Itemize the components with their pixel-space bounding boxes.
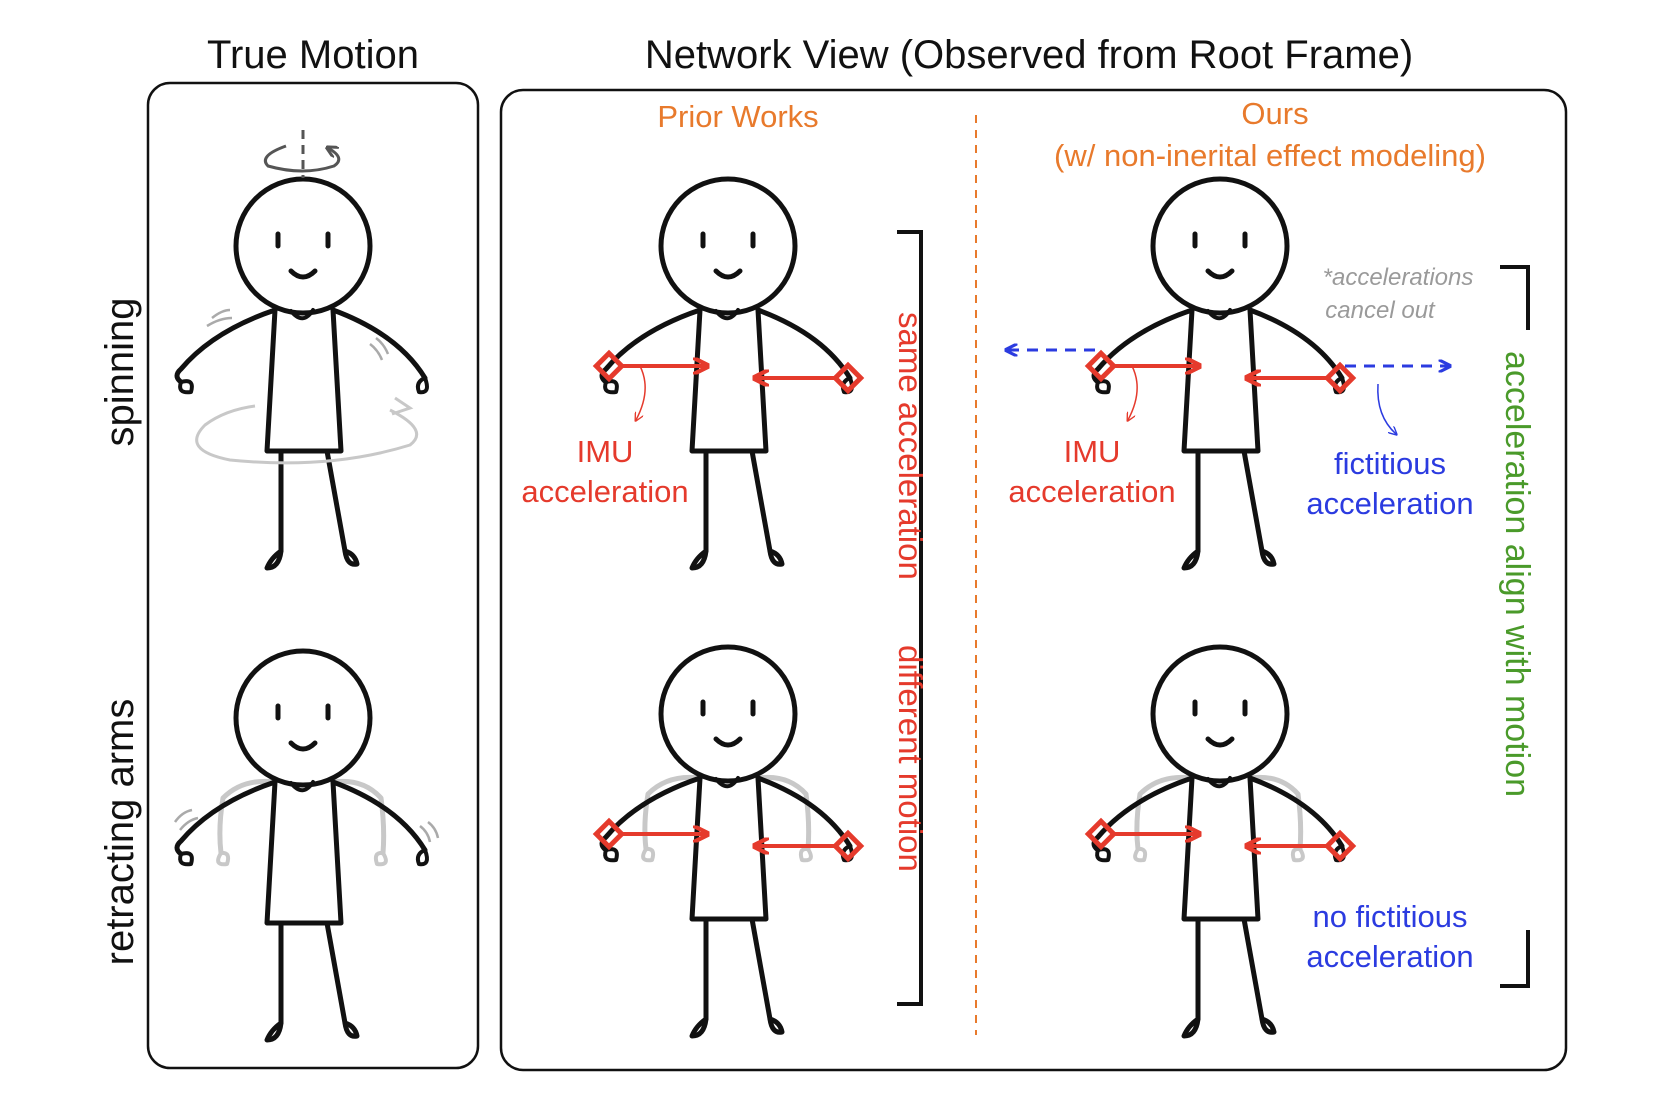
- motion-lines-icon: [173, 808, 199, 831]
- cancel-note-line1: *accelerations: [1323, 264, 1474, 291]
- true-motion-panel: [146, 81, 480, 1070]
- row-label-spinning: spinning: [98, 297, 142, 446]
- imu-pointer-arrow: [636, 365, 646, 420]
- no-fictitious-label-line2: acceleration: [1306, 939, 1473, 974]
- figure-ours-spinning: IMU acceleration fictitious acceleration…: [1006, 179, 1474, 568]
- fictitious-pointer-arrow: [1377, 383, 1396, 434]
- imu-label-line1: IMU: [1064, 434, 1121, 469]
- no-fictitious-label-line1: no fictitious: [1312, 899, 1467, 934]
- bracket-label-align: acceleration align with motion: [1498, 351, 1536, 797]
- bracket-label-different-motion: different motion: [892, 645, 929, 872]
- figure-spinning-true: [177, 130, 427, 568]
- spin-circle-icon: [263, 144, 341, 173]
- figure-prior-retracting: [596, 647, 860, 1036]
- ours-bracket: [1500, 265, 1530, 988]
- network-view-title: Network View (Observed from Root Frame): [645, 33, 1413, 77]
- motion-lines-icon: [369, 337, 390, 361]
- imu-pointer-arrow: [1128, 365, 1138, 420]
- motion-lines-icon: [206, 308, 233, 328]
- motion-lines-icon: [419, 821, 440, 843]
- imu-label-line2: acceleration: [521, 474, 688, 509]
- bracket-label-same-acceleration: same acceleration: [892, 312, 929, 580]
- network-view-panel: [499, 88, 1568, 1072]
- prior-bracket: [897, 230, 923, 1006]
- ours-subheader: (w/ non-inerital effect modeling): [1054, 138, 1486, 173]
- imu-label-line1: IMU: [577, 434, 634, 469]
- true-motion-title: True Motion: [207, 33, 419, 77]
- fictitious-label-line1: fictitious: [1334, 446, 1446, 481]
- fictitious-label-line2: acceleration: [1306, 486, 1473, 521]
- figure-prior-spinning: IMU acceleration: [521, 179, 860, 568]
- imu-label-line2: acceleration: [1008, 474, 1175, 509]
- ours-header: Ours: [1241, 96, 1308, 131]
- figure-ours-retracting: no fictitious acceleration: [1088, 647, 1474, 1036]
- spin-circle-icon: [195, 404, 419, 465]
- row-label-retracting: retracting arms: [98, 699, 142, 966]
- cancel-note-line2: cancel out: [1325, 297, 1436, 324]
- prior-works-header: Prior Works: [657, 99, 818, 134]
- figure-retracting-true: [173, 651, 440, 1040]
